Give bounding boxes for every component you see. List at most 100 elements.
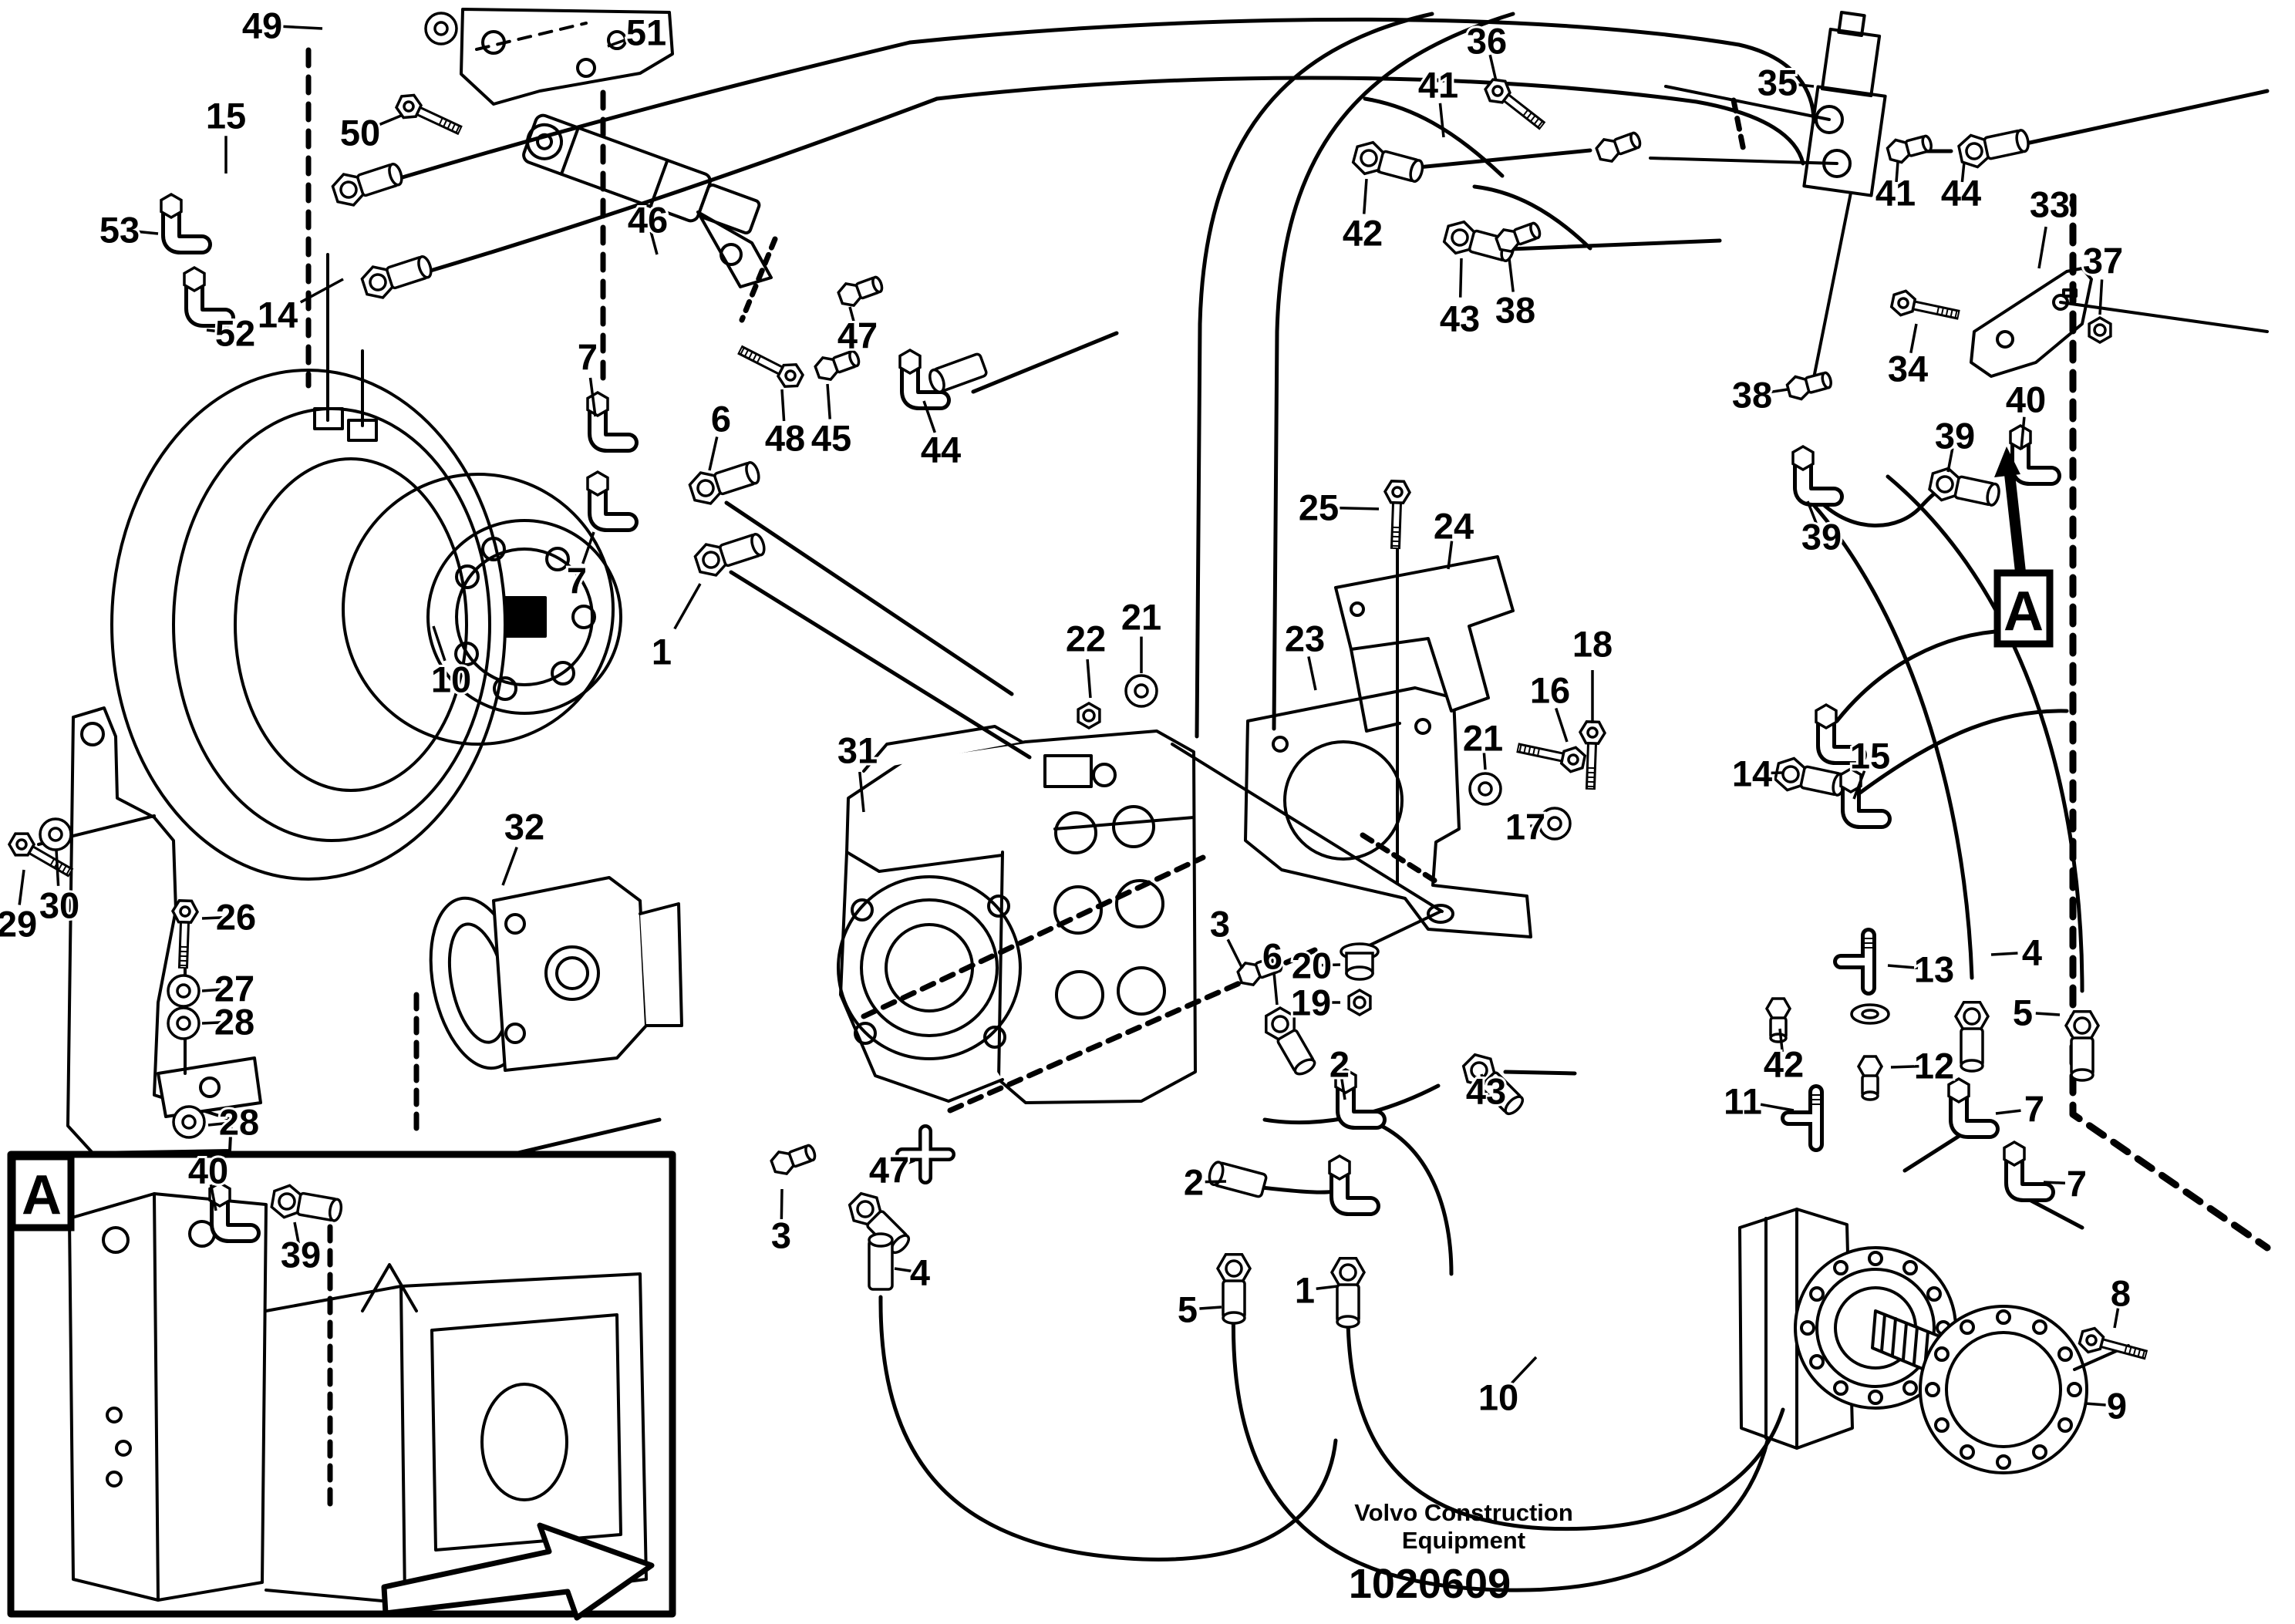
elbow-53-icon [160,192,212,254]
footer: Volvo Construction Equipment 1020609 [1349,1499,1573,1607]
callout-17-39: 17 [1505,807,1545,847]
brand-line2: Equipment [1402,1527,1525,1554]
callout-34-26: 34 [1888,349,1928,389]
elbow-1b-icon [1328,1154,1380,1216]
callout-49-0: 49 [242,5,282,46]
figure-number: 1020609 [1349,1561,1511,1607]
leader-line-29 [18,869,25,905]
leader-line-39 [1806,500,1818,525]
callout-3-50: 3 [1210,904,1230,945]
callout-44-23: 44 [1941,173,1981,214]
nipple-41a-icon [1595,131,1642,163]
callout-3-64: 3 [771,1215,791,1256]
callout-41-22: 41 [1875,173,1916,214]
hose-nut-6-icon [688,460,760,505]
leader-line-31 [858,771,865,813]
callout-9-71: 9 [2107,1386,2127,1427]
callout-40-28: 40 [2006,379,2046,420]
callout-6-9: 6 [711,399,731,440]
leader-line-3 [780,1188,784,1220]
cylinder-mount-hole [720,243,743,266]
hose-end-44-icon [928,352,988,394]
leader-line-21 [1482,749,1487,770]
callout-31-40: 31 [837,730,878,771]
callout-10-41: 10 [431,659,471,700]
transmission-flange-and-motor [110,253,622,881]
leader-line-47 [848,306,857,326]
callout-5-67: 5 [1178,1289,1198,1330]
fittings-layer [7,12,2148,1360]
leader-line-14 [299,278,344,304]
callout-26-43: 26 [216,897,256,938]
hose-nut-39c-icon [270,1184,343,1222]
callout-42-19: 42 [1343,213,1383,254]
hose-nut-43b-icon [1461,1053,1525,1116]
leader-line-4 [1990,952,2018,956]
washer-28b-icon [172,1105,206,1139]
direction-arrow [381,1522,655,1621]
callout-50-3: 50 [340,113,380,153]
union-3a-icon [1236,955,1283,986]
callout-10-69: 10 [1478,1377,1518,1418]
leader-line-42 [1778,1028,1784,1053]
leader-line-53 [133,230,159,235]
callout-38-27: 38 [1732,375,1772,416]
cross-union-47b-icon [895,1124,955,1184]
callout-13-55: 13 [1914,949,1954,990]
bolt-26-icon [170,899,200,969]
leader-line-43 [1480,1073,1486,1086]
callout-36-16: 36 [1467,21,1507,62]
washer-30-icon [39,817,72,851]
bracket-51 [460,8,674,106]
callout-28-72: 28 [219,1102,259,1143]
nut-37-icon [2088,315,2112,345]
callout-6-51: 6 [1262,936,1282,977]
bolt-16-icon [1516,743,1587,773]
leader-line-48 [780,389,786,422]
hose-nut-4b-icon [848,1191,911,1255]
callout-7-75: 7 [2067,1164,2087,1205]
leader-line-44 [922,400,936,433]
callout-14-6: 14 [258,295,298,335]
detail-marker-A-0: A [1993,446,2054,648]
washer-21a-icon [1124,674,1158,708]
leader-line-7 [2043,1181,2066,1185]
detail-view-a-inset [7,1151,676,1621]
leader-line-30 [55,849,60,886]
callout-39-74: 39 [281,1235,321,1275]
hose-nut-14-icon [360,254,433,299]
leader-line-17 [1530,824,1540,828]
nipple-45-icon [814,349,861,381]
callout-29-47: 29 [0,904,37,945]
leader-line-36 [1488,54,1498,82]
callout-48-10: 48 [765,418,805,459]
leader-line-34 [1909,323,1918,354]
callout-1-15: 1 [652,632,672,672]
hose-nut-1b-icon [1329,1257,1367,1329]
hose-nut-44b-icon [1957,129,2030,169]
callout-30-46: 30 [39,885,79,926]
leader-line-41 [1895,161,1899,183]
hydrostatic-pump-31 [837,725,1197,1104]
leader-line-27 [201,988,224,992]
leader-line-40 [2020,416,2026,450]
gear-pump-32 [429,876,683,1072]
leader-line-22 [1086,659,1092,699]
leader-line-7 [1995,1109,2021,1115]
leader-lines-layer [18,25,2120,1407]
callout-4-56: 4 [2022,932,2042,973]
elbow-2a-icon [1334,1067,1387,1130]
callout-2-66: 2 [1184,1162,1204,1203]
nipple-38b-icon [1785,371,1832,401]
leader-line-28 [207,1121,229,1127]
callout-16-37: 16 [1530,670,1570,711]
callout-18-36: 18 [1572,624,1613,665]
leader-line-46 [649,231,659,255]
leader-line-7 [588,377,597,417]
callout-7-62: 7 [2024,1089,2044,1130]
callout-45-11: 45 [811,418,851,459]
brand-line1: Volvo Construction [1354,1499,1573,1526]
bolt-8-icon [2078,1326,2148,1360]
bolt-36-icon [1484,78,1546,130]
bolt-48-icon [737,345,805,389]
